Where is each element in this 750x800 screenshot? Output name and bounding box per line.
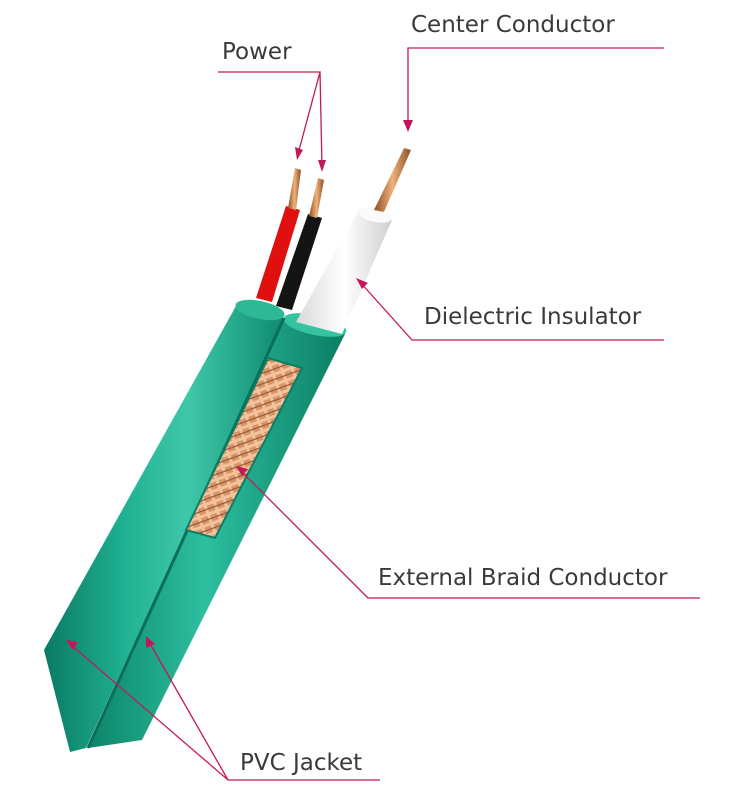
label-power: Power: [222, 39, 292, 65]
arrow-power-1: [295, 147, 303, 160]
leader-braid: [239, 469, 700, 599]
power-tip-red: [288, 168, 301, 210]
leader-dielectric: [359, 281, 664, 341]
leader-lines: [69, 47, 700, 781]
label-dielectric-insulator: Dielectric Insulator: [424, 304, 642, 330]
red-power-wire: [256, 206, 300, 302]
leader-power: [218, 71, 323, 169]
power-tip-black: [309, 178, 324, 218]
center-conductor-wire: [374, 148, 411, 212]
pvc-jacket-left: [44, 306, 284, 752]
black-power-wire: [276, 214, 322, 310]
leader-center-conductor: [407, 47, 664, 126]
arrow-dielectric: [356, 278, 368, 289]
arrow-center-conductor: [403, 120, 413, 132]
jacket-left-end: [235, 299, 285, 321]
arrowheads: [66, 120, 413, 650]
arrow-pvc-right: [146, 636, 155, 648]
dielectric-insulator: [296, 212, 392, 334]
braid-window: [186, 358, 302, 538]
jacket-seam: [86, 317, 286, 749]
arrow-pvc-left: [66, 640, 78, 650]
arrow-braid: [236, 466, 248, 476]
label-external-braid-conductor: External Braid Conductor: [378, 565, 668, 591]
leader-pvc-jacket: [69, 639, 380, 781]
label-pvc-jacket: PVC Jacket: [240, 750, 363, 776]
label-center-conductor: Center Conductor: [411, 12, 615, 38]
arrow-power-2: [318, 160, 326, 172]
